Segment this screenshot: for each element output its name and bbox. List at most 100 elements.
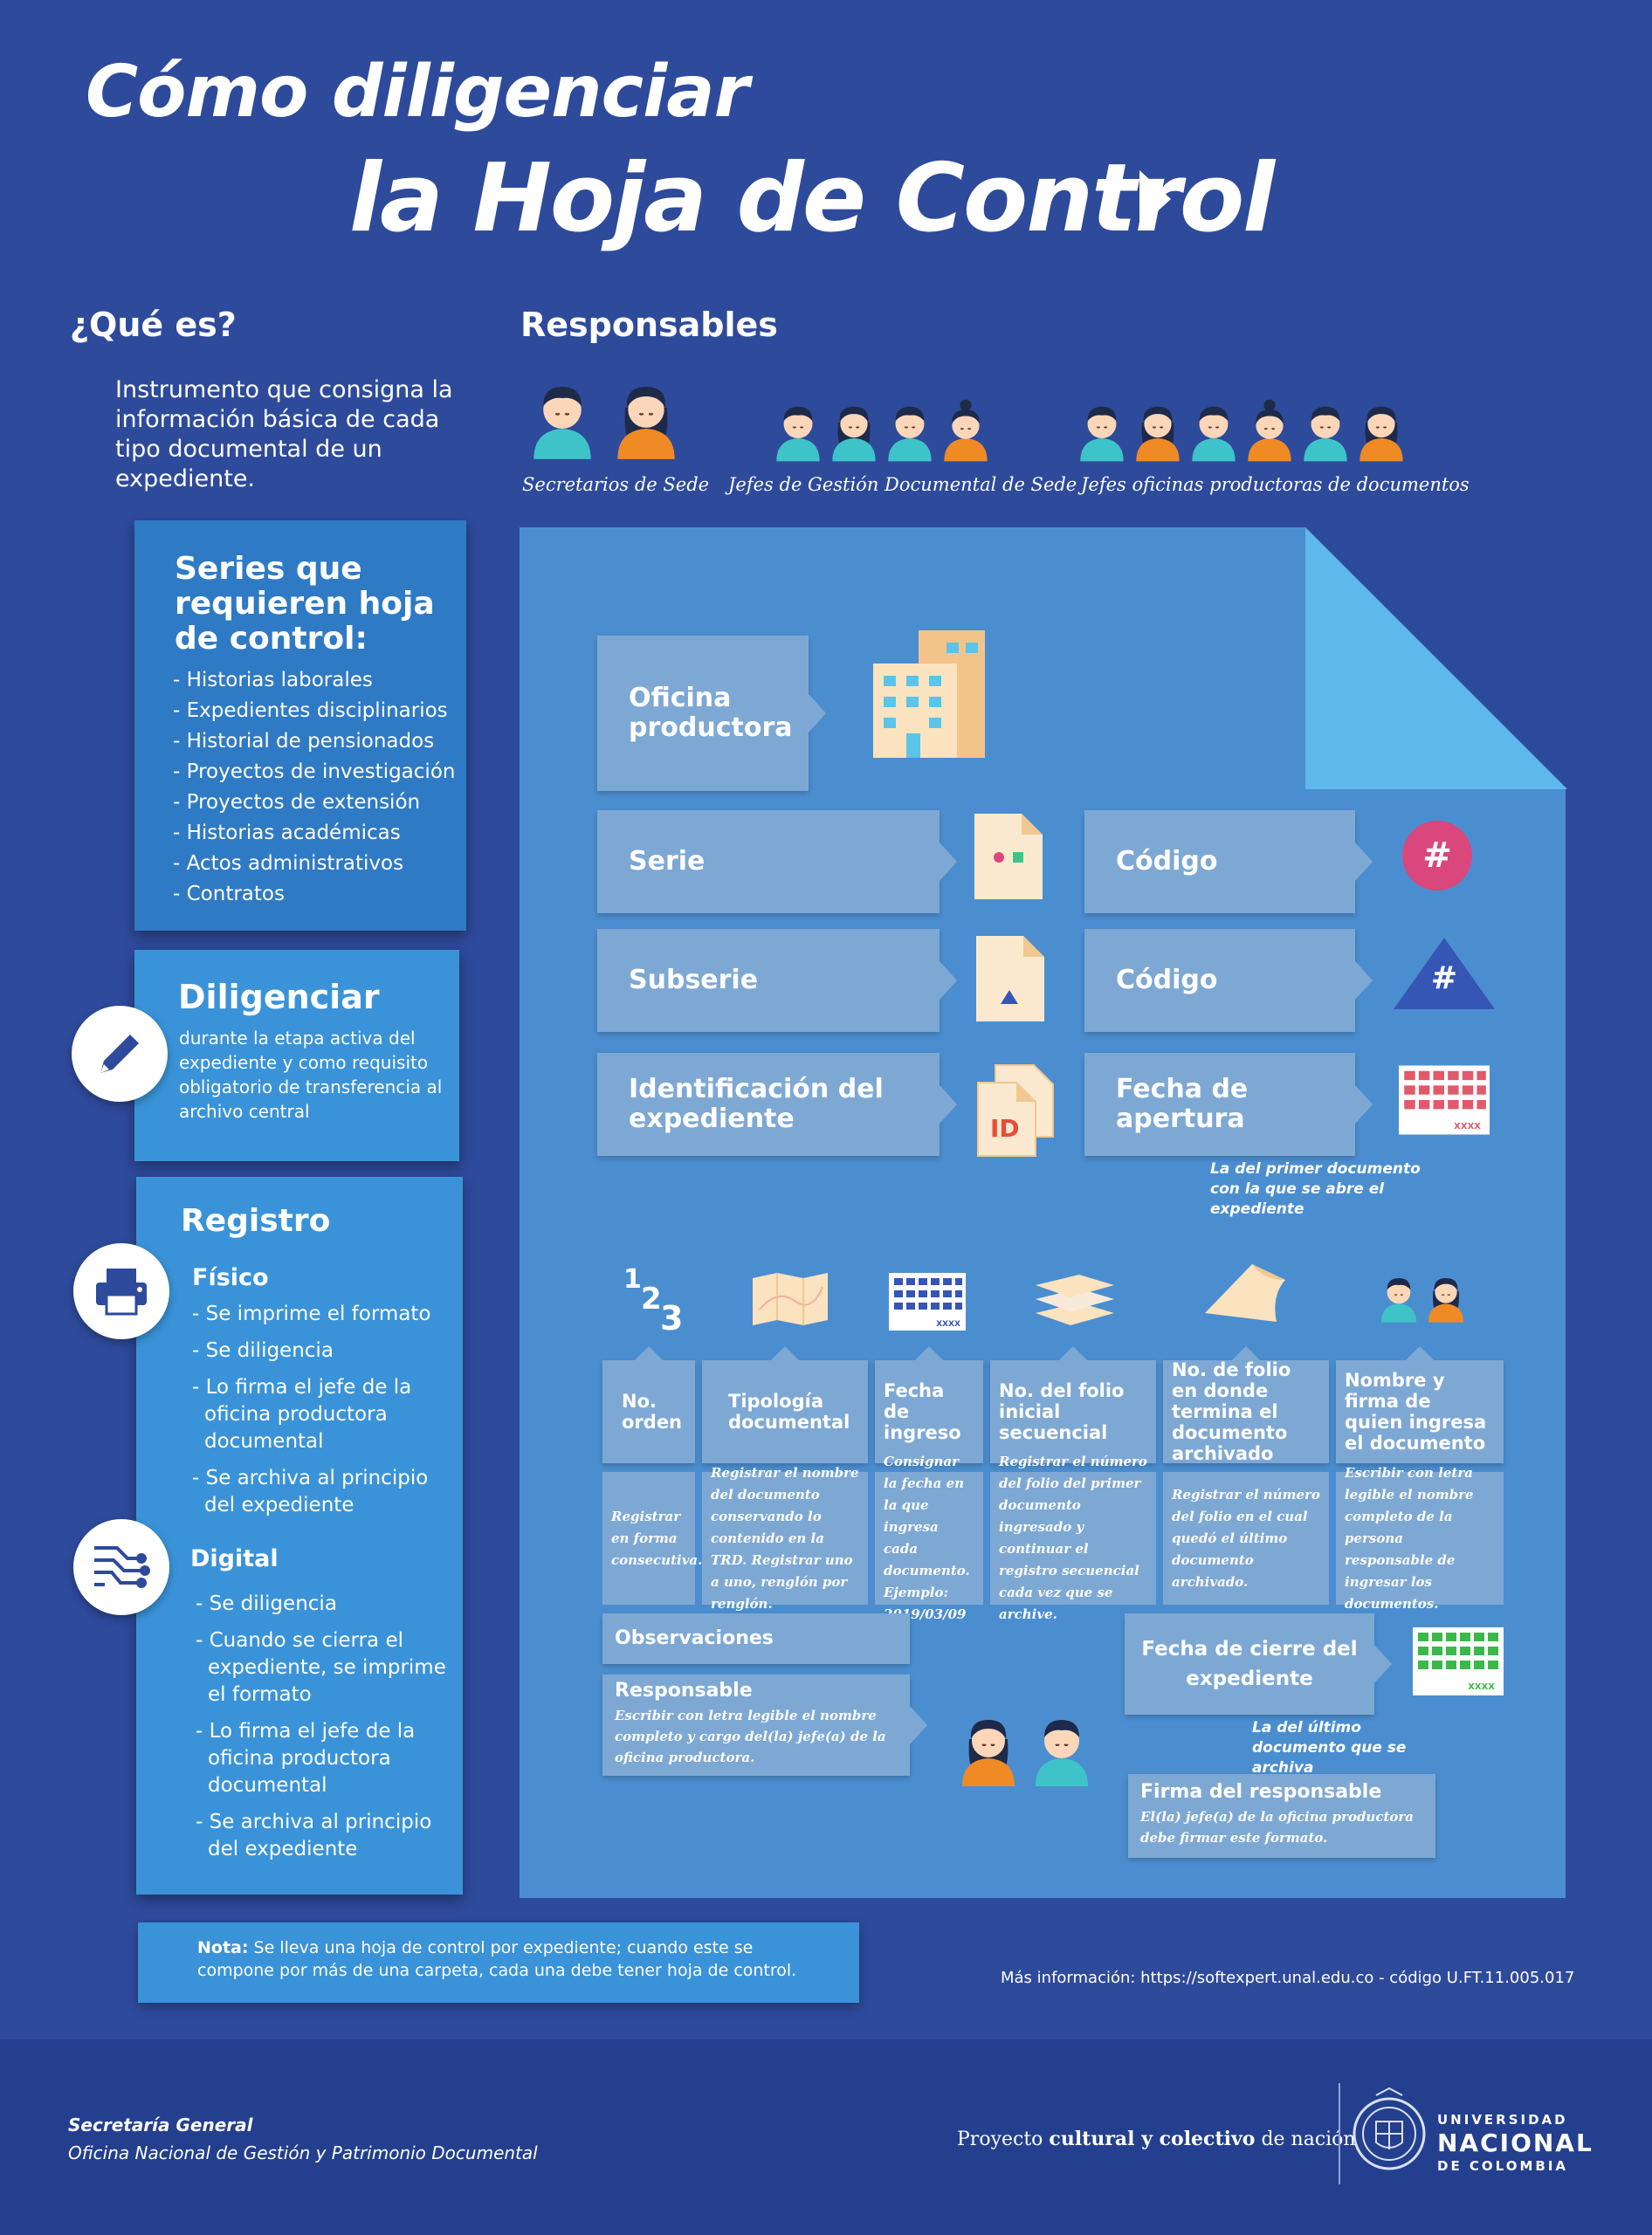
digital-list: Se diligencia Cuando se cierra el expedi…	[194, 1591, 460, 1873]
calendar-year-label: XXXX	[1468, 1682, 1495, 1692]
list-item: Cuando se cierra el expediente, se impri…	[194, 1627, 460, 1709]
hash-symbol: #	[1422, 836, 1452, 876]
diligenciar-text: durante la etapa activa del expediente y…	[179, 1028, 443, 1122]
calendar-icon: XXXX	[1413, 1627, 1504, 1695]
col-body-folio-final: Registrar el número del folio en el cual…	[1163, 1472, 1329, 1605]
person-female-icon	[1359, 406, 1404, 463]
oficina-productora-label: Oficina productora	[629, 683, 793, 743]
list-item: Se diligencia	[194, 1591, 460, 1618]
footer-secretaria: Secretaría General	[68, 2115, 253, 2135]
person-female-icon	[1135, 406, 1180, 463]
responsable-title: Responsable	[615, 1680, 753, 1702]
codigo-serie-box: Código	[1084, 810, 1373, 913]
university-seal-icon	[1353, 2087, 1426, 2170]
col-head-label: No. orden	[622, 1391, 683, 1433]
fecha-cierre-label: Fecha de cierre del expediente	[1141, 1638, 1358, 1690]
order-digit: 1	[623, 1264, 642, 1295]
serie-label: Serie	[629, 846, 706, 877]
document-icon	[976, 936, 1044, 1021]
firma-box: Firma del responsable El(la) jefe(a) de …	[1128, 1774, 1435, 1858]
id-document-icon: ID	[976, 1063, 1055, 1158]
col-head-label: No. de folio en donde termina el documen…	[1172, 1359, 1291, 1464]
list-item: Contratos	[173, 879, 470, 910]
person-male-icon	[1303, 406, 1348, 463]
footer-proyecto: Proyecto cultural y colectivo de nación	[957, 2128, 1356, 2150]
responsable-box: Responsable Escribir con letra legible e…	[602, 1675, 927, 1776]
col-body-nombre-firma: Escribir con letra legible el nombre com…	[1336, 1465, 1504, 1612]
nota-box: Nota: Se lleva una hoja de control por e…	[138, 1922, 859, 2003]
col-body-fecha-ingreso: Consignar la fecha en la que ingresa cad…	[875, 1454, 983, 1622]
calendar-icon: XXXX	[1399, 1065, 1490, 1135]
responsable-label-secretarios: Secretarios de Sede	[522, 474, 710, 495]
person-male-icon	[1191, 406, 1236, 463]
person-female-icon	[1428, 1277, 1464, 1324]
observaciones-box: Observaciones	[602, 1613, 910, 1664]
order-digit: 3	[660, 1299, 684, 1338]
curled-paper-icon	[1205, 1264, 1285, 1322]
calendar-icon: XXXX	[889, 1273, 966, 1331]
firma-title: Firma del responsable	[1140, 1781, 1382, 1803]
list-item: Lo firma el jefe de la oficina productor…	[190, 1374, 457, 1455]
firma-text: El(la) jefe(a) de la oficina productora …	[1140, 1809, 1415, 1846]
list-item: Expedientes disciplinarios	[173, 696, 470, 726]
list-item: Historias laborales	[173, 665, 470, 696]
order-digit: 2	[641, 1282, 662, 1317]
col-head-folio-inicial: No. del folio inicial secuencial	[990, 1346, 1156, 1463]
proyecto-part: cultural y colectivo	[1049, 2128, 1256, 2150]
codigo-serie-label: Código	[1116, 846, 1218, 877]
fecha-apertura-box: Fecha de apertura	[1084, 1053, 1373, 1156]
person-male-icon	[533, 385, 592, 460]
sheet-folded-corner	[1305, 527, 1567, 789]
person-female-icon	[1247, 398, 1292, 463]
list-item: Proyectos de extensión	[173, 787, 470, 818]
footer-oficina: Oficina Nacional de Gestión y Patrimonio…	[68, 2142, 538, 2163]
play-arrow-icon	[1139, 170, 1171, 228]
building-icon	[873, 630, 985, 758]
proyecto-part: de nación	[1261, 2128, 1356, 2150]
unal-line-2: NACIONAL	[1437, 2128, 1593, 2157]
fecha-apertura-note: La del primer documento con la que se ab…	[1210, 1160, 1421, 1218]
id-label: ID	[990, 1114, 1020, 1143]
nota-text: Se lleva una hoja de control por expedie…	[197, 1938, 797, 1980]
col-head-folio-final: No. de folio en donde termina el documen…	[1163, 1346, 1329, 1464]
person-male-icon	[1079, 406, 1125, 463]
col-head-nombre-firma: Nombre y firma de quien ingresa el docum…	[1336, 1346, 1504, 1463]
diligenciar-title: Diligenciar	[178, 978, 380, 1016]
person-male-icon	[775, 406, 821, 463]
series-title: Series que requieren hoja de control:	[175, 551, 435, 657]
person-male-icon	[1035, 1719, 1089, 1787]
serie-box: Serie	[597, 810, 957, 913]
responsable-label-jefes-gestion: Jefes de Gestión Documental de Sede	[728, 474, 1077, 495]
list-item: Se archiva al principio del expediente	[194, 1809, 460, 1863]
person-female-icon	[831, 406, 877, 463]
calendar-year-label: XXXX	[1454, 1122, 1481, 1131]
person-male-icon	[1380, 1277, 1417, 1324]
fecha-cierre-note: La del último documento que se archiva	[1252, 1719, 1407, 1777]
observaciones-label: Observaciones	[615, 1627, 774, 1649]
que-es-text: Instrumento que consigna la información …	[115, 376, 453, 492]
col-head-fecha-ingreso: Fecha de ingreso	[875, 1346, 983, 1463]
list-item: Proyectos de investigación	[173, 757, 470, 787]
list-item: Se diligencia	[190, 1338, 457, 1365]
col-body-no-orden: Registrar en forma consecutiva.	[602, 1472, 702, 1605]
codigo-subserie-box: Código	[1084, 929, 1373, 1032]
list-item: Actos administrativos	[173, 849, 470, 879]
title-line-1: Cómo diligenciar	[86, 51, 749, 134]
series-list: Historias laborales Expedientes discipli…	[173, 665, 470, 910]
identificacion-label: Identificación del expediente	[629, 1074, 884, 1134]
registro-digital-title: Digital	[190, 1545, 279, 1572]
order-numbers-icon: 1 2 3	[622, 1264, 692, 1338]
title-line-2: la Hoja de Control	[349, 144, 1275, 253]
nota-label: Nota:	[197, 1938, 249, 1957]
person-female-icon	[616, 385, 676, 460]
subserie-label: Subserie	[629, 965, 759, 995]
calendar-year-label: XXXX	[936, 1320, 960, 1329]
col-body-tipologia: Registrar el nombre del documento conser…	[702, 1465, 868, 1612]
subserie-box: Subserie	[597, 929, 957, 1032]
person-male-icon	[887, 406, 933, 463]
col-head-label: Tipología documental	[728, 1391, 850, 1433]
person-female-icon	[943, 398, 988, 463]
oficina-productora-box: Oficina productora	[597, 636, 826, 791]
identificacion-box: Identificación del expediente	[597, 1053, 957, 1156]
list-item: Historias académicas	[173, 818, 470, 849]
